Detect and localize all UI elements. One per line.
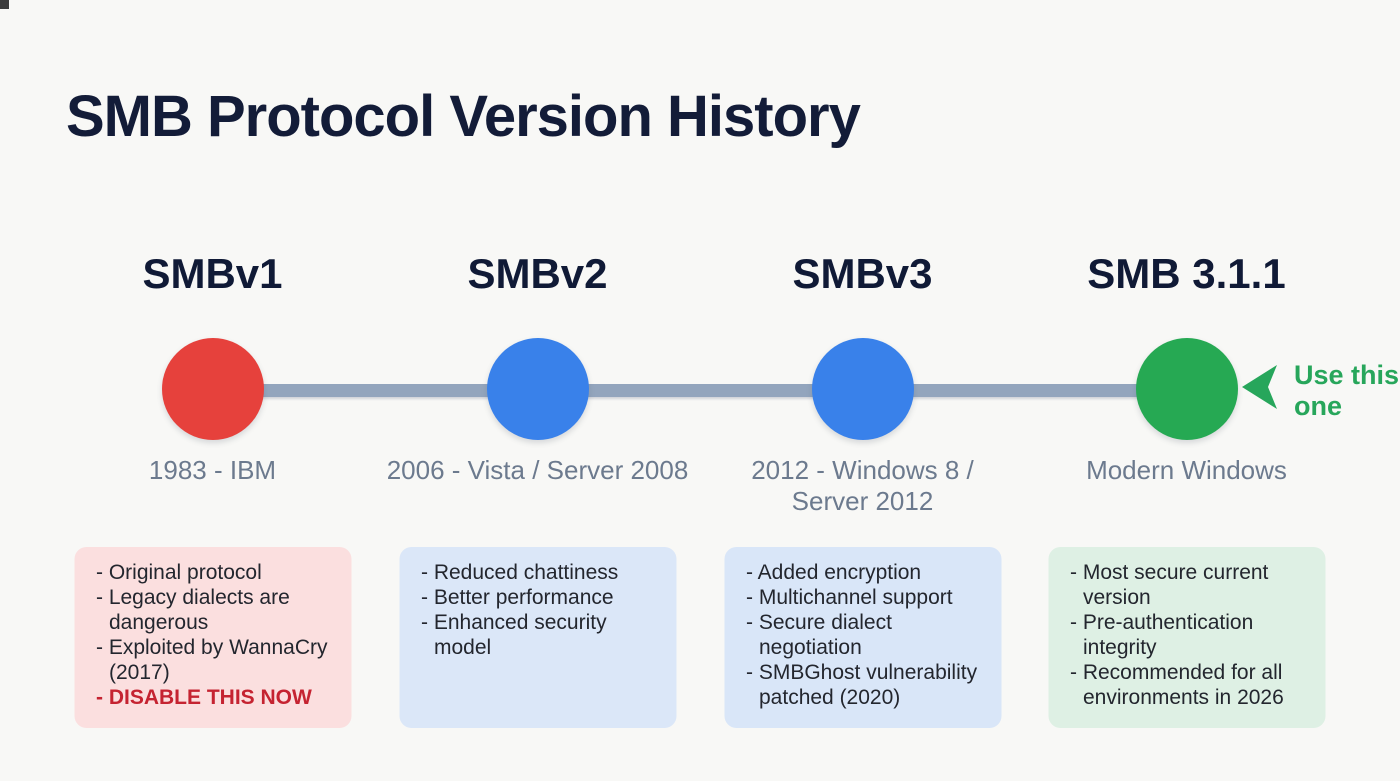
note-item: - Exploited by WannaCry (2017) xyxy=(96,636,328,684)
note-item: - Most secure current version xyxy=(1070,561,1269,609)
notes-box-smbv1: - Original protocol- Legacy dialects are… xyxy=(74,547,351,728)
notes-box-smbv2: - Reduced chattiness- Better performance… xyxy=(399,547,676,728)
note-item: - Recommended for all environments in 20… xyxy=(1070,661,1284,709)
milestone-date: 2012 - Windows 8 / Server 2012 xyxy=(751,455,974,516)
note-item: - Enhanced security model xyxy=(421,611,607,659)
note-item: - Added encryption xyxy=(746,561,922,584)
version-heading: SMB 3.1.1 xyxy=(1087,250,1286,297)
notes-box-smbv3: - Added encryption- Multichannel support… xyxy=(724,547,1001,728)
timeline-line xyxy=(212,384,1187,397)
timeline-dot-smbv3 xyxy=(811,338,914,440)
notes-box-smb311: - Most secure current version- Pre-authe… xyxy=(1048,547,1325,728)
timeline-dot-smbv1 xyxy=(161,338,264,440)
note-item: - Secure dialect negotiation xyxy=(746,611,892,659)
screen-corner-artifact xyxy=(0,0,9,9)
milestone-date: 2006 - Vista / Server 2008 xyxy=(386,455,689,485)
version-heading: SMBv3 xyxy=(792,250,933,297)
arrow-left-icon xyxy=(1242,365,1277,409)
use-this-one-annotation: Use this one xyxy=(1241,360,1400,422)
note-item: - Reduced chattiness xyxy=(421,561,619,584)
milestone-column-smb311: SMB 3.1.1 Modern Windows - Most secure c… xyxy=(1024,250,1349,750)
milestone-date: 1983 - IBM xyxy=(148,455,277,485)
use-this-one-label: Use this one xyxy=(1294,360,1400,421)
note-item: - Legacy dialects are dangerous xyxy=(96,586,290,634)
note-item: - DISABLE THIS NOW xyxy=(96,686,312,709)
note-item: - Better performance xyxy=(421,586,614,609)
version-heading: SMBv1 xyxy=(142,250,283,297)
note-item: - Original protocol xyxy=(96,561,262,584)
note-item: - Pre-authentication integrity xyxy=(1070,611,1254,659)
page-title: SMB Protocol Version History xyxy=(66,83,861,149)
timeline-dot-smbv2 xyxy=(486,338,589,440)
note-item: - SMBGhost vulnerability patched (2020) xyxy=(746,661,978,709)
milestone-column-smbv2: SMBv2 2006 - Vista / Server 2008 - Reduc… xyxy=(375,250,700,750)
timeline-dot-smb311 xyxy=(1135,338,1238,440)
version-heading: SMBv2 xyxy=(467,250,608,297)
note-item: - Multichannel support xyxy=(746,586,953,609)
milestone-column-smbv1: SMBv1 1983 - IBM - Original protocol- Le… xyxy=(50,250,375,750)
milestone-date: Modern Windows xyxy=(1086,455,1287,485)
milestone-column-smbv3: SMBv3 2012 - Windows 8 / Server 2012 - A… xyxy=(700,250,1025,750)
